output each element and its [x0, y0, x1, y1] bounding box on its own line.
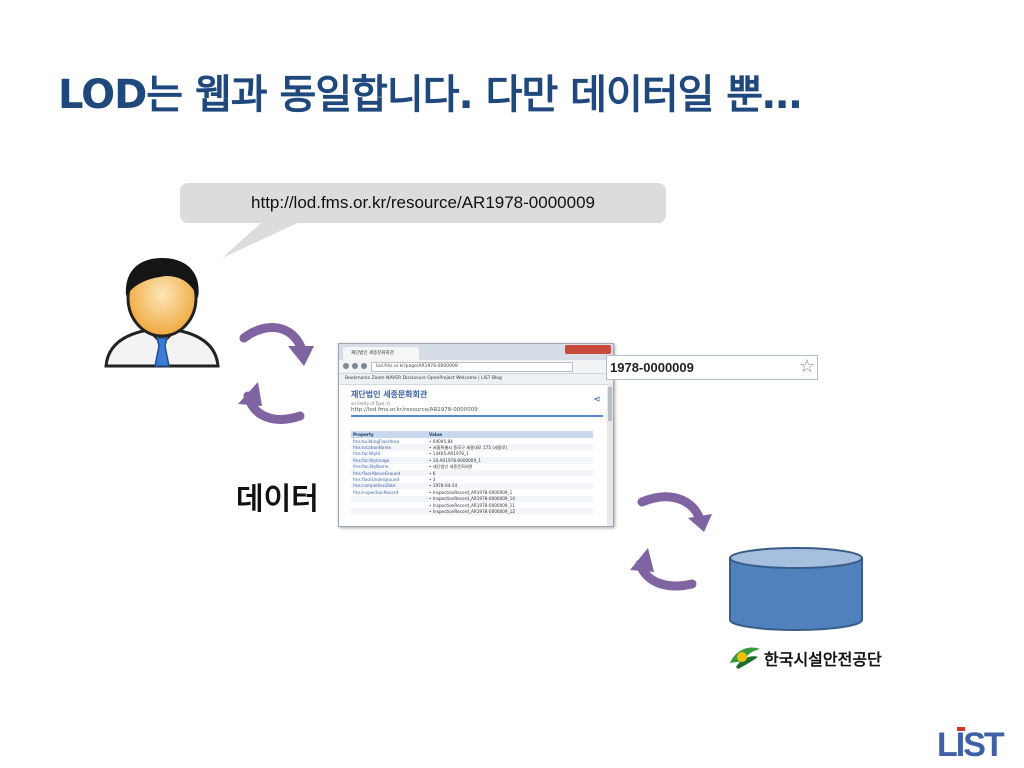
browser-address-bar[interactable]: lod.fms.or.kr/page/AR1978-0000009 [371, 362, 573, 372]
back-icon[interactable] [343, 363, 349, 369]
organization-logo: 한국시설안전공단 [728, 643, 898, 671]
value-cell[interactable]: • InspectionRecord_AR1978-0000009_12 [427, 508, 593, 515]
cycle-arrow-icon [630, 492, 712, 591]
organization-name: 한국시설안전공단 [764, 650, 882, 669]
value-cell[interactable]: • 서울특별시 종로구 세종대로 175 (세종로) [427, 444, 593, 451]
table-row: fms:facilityImage• 10-AR1978-0000009_1 [351, 457, 593, 464]
resource-uri[interactable]: http://lod.fms.or.kr/resource/AR1978-000… [351, 407, 603, 417]
table-row: fms:facilityId • 14405-AR1978_1 [351, 451, 593, 457]
value-cell[interactable]: • 1978-04-14 [427, 482, 593, 490]
property-cell[interactable]: fms:buildingFloorArea [353, 438, 399, 444]
browser-tab-bar: 재단법인 세종문화회관 [339, 344, 613, 360]
value-header: Value [427, 431, 593, 438]
value-cell[interactable]: • 14405-AR1978_1 [429, 451, 469, 457]
value-cell[interactable]: • 3 [429, 477, 436, 483]
scrollbar[interactable] [607, 383, 613, 526]
value-cell[interactable]: • InspectionRecord_AR1978-0000009_1 [429, 489, 513, 495]
property-cell[interactable]: fms:completionDate [351, 482, 427, 490]
bookmarks-bar[interactable]: Bookmarks Zoom NAVER Disclosure OpenProj… [339, 374, 613, 385]
browser-nav-bar: lod.fms.or.kr/page/AR1978-0000009 [339, 360, 613, 374]
table-row: fms:completionDate• 1978-04-14 [351, 482, 593, 490]
resource-type: an Entity of Type: fc [351, 401, 391, 406]
table-row: fms:floorAboveGround• 6 [351, 469, 593, 477]
brand-name: LIST [937, 726, 1005, 763]
brand-logo-icon: LIST [937, 726, 1007, 763]
page-content: 재단법인 세종문화회관 an Entity of Type: fc http:/… [339, 385, 613, 515]
slide-title: LOD는 웹과 동일합니다. 다만 데이터일 뿐… [58, 72, 802, 118]
property-cell[interactable]: fms:locationName [351, 444, 427, 451]
resource-title: 재단법인 세종문화회관 [351, 390, 428, 399]
forward-icon[interactable] [352, 363, 358, 369]
star-icon[interactable]: ☆ [798, 356, 815, 377]
zoomed-address-text: 1978-0000009 [610, 360, 694, 375]
property-cell[interactable]: fms:floorAboveGround [351, 469, 427, 477]
scrollbar-thumb[interactable] [608, 387, 612, 421]
property-cell[interactable]: fms:facilityId [353, 451, 380, 457]
property-cell[interactable]: fms:facilityImage [351, 457, 427, 464]
person-icon [104, 258, 220, 368]
value-cell[interactable]: • InspectionRecord_AR1978-0000009_10 [427, 495, 593, 502]
value-cell[interactable]: • 64095.84 [429, 438, 453, 444]
browser-tab[interactable]: 재단법인 세종문화회관 [343, 347, 419, 360]
zoomed-address-bar[interactable]: 1978-0000009 ☆ [606, 355, 818, 380]
speech-bubble: http://lod.fms.or.kr/resource/AR1978-000… [180, 183, 666, 223]
table-row: fms:floorUnderground • 3 [351, 476, 593, 482]
database-cylinder-icon [729, 547, 863, 631]
cycle-arrow-icon [238, 323, 314, 424]
share-icon[interactable]: ⋖ [593, 395, 601, 405]
table-row: fms:locationName• 서울특별시 종로구 세종대로 175 (세종… [351, 444, 593, 451]
org-logo-icon [730, 647, 760, 669]
table-row: • InspectionRecord_AR1978-0000009_12 [351, 508, 593, 515]
table-row: fms:facilityName • 재단법인 세종문화회관 [351, 464, 593, 470]
property-header: Property [351, 431, 427, 438]
property-cell[interactable] [351, 508, 427, 515]
property-table: Property Value fms:buildingFloorArea • 64… [351, 431, 593, 515]
value-cell[interactable]: • 6 [427, 469, 593, 477]
table-row: • InspectionRecord_AR1978-0000009_11 [351, 502, 593, 508]
browser-screenshot: 재단법인 세종문화회관 lod.fms.or.kr/page/AR1978-00… [338, 343, 614, 527]
value-cell[interactable]: • 10-AR1978-0000009_1 [427, 457, 593, 464]
value-cell[interactable]: • InspectionRecord_AR1978-0000009_11 [429, 502, 516, 508]
table-row: fms:buildingFloorArea • 64095.84 [351, 438, 593, 444]
data-label: 데이터 [236, 482, 319, 517]
table-row: fms:inspectionRecord • InspectionRecord_A… [351, 489, 593, 495]
property-cell[interactable] [351, 495, 427, 502]
property-cell[interactable]: fms:floorUnderground [353, 477, 400, 483]
requested-url: http://lod.fms.or.kr/resource/AR1978-000… [251, 193, 595, 212]
reload-icon[interactable] [361, 363, 367, 369]
property-cell[interactable]: fms:facilityName [353, 464, 389, 470]
property-cell[interactable]: fms:inspectionRecord [353, 489, 399, 495]
value-cell[interactable]: • 재단법인 세종문화회관 [429, 463, 473, 469]
window-controls[interactable] [565, 345, 611, 354]
table-row: • InspectionRecord_AR1978-0000009_10 [351, 495, 593, 502]
